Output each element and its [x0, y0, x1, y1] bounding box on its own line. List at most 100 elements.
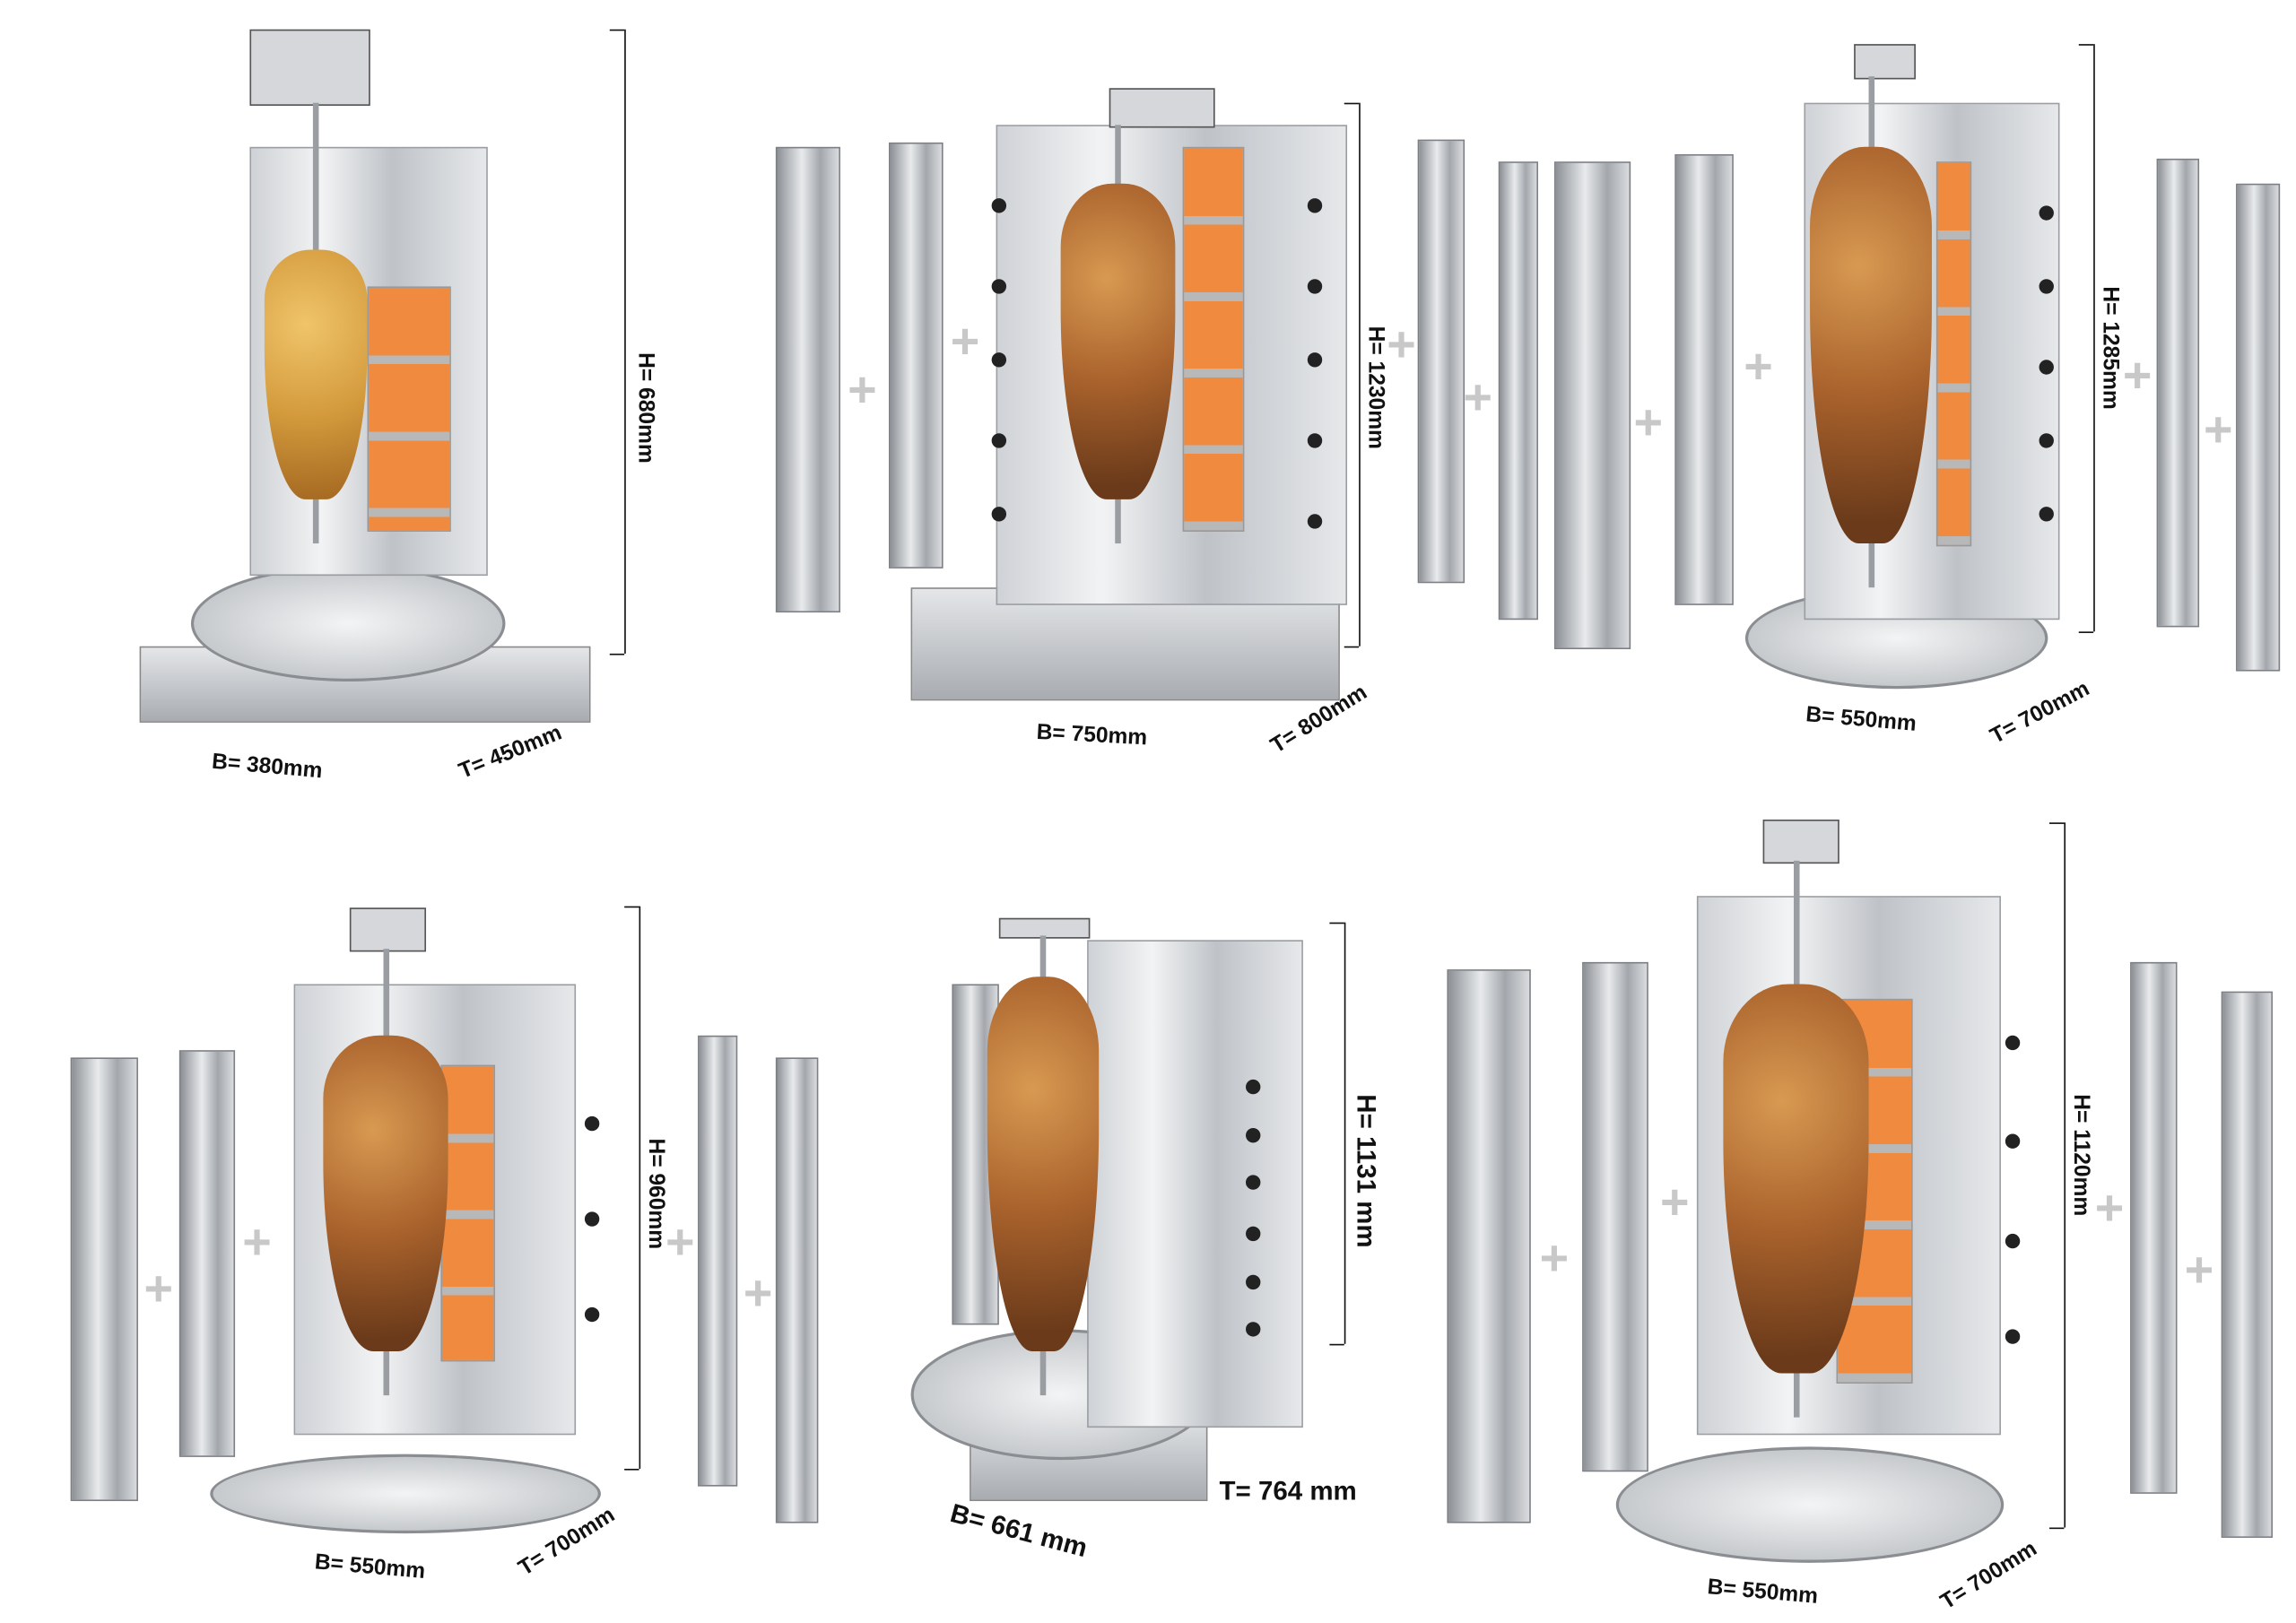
- dimension-label: B= 550mm: [1706, 1574, 1820, 1610]
- motor-unit: [249, 29, 370, 106]
- kebab-meat: [987, 976, 1100, 1351]
- side-panel: [70, 1057, 138, 1502]
- knob-icon: [991, 279, 1007, 294]
- grill-body: [1087, 940, 1303, 1428]
- dimension-tick: [1329, 922, 1344, 924]
- plus-icon: +: [1744, 339, 1773, 395]
- kebab-meat: [323, 1035, 448, 1351]
- knob-icon: [2039, 433, 2054, 448]
- height-dimension-line: [639, 906, 641, 1469]
- height-dimension-line: [1344, 922, 1346, 1344]
- height-dimension-line: [1359, 102, 1361, 647]
- plus-icon: +: [743, 1265, 773, 1323]
- side-panel: [698, 1035, 738, 1487]
- knob-icon: [2005, 1329, 2021, 1344]
- motor-unit: [1762, 820, 1839, 864]
- kebab-meat: [1723, 984, 1869, 1374]
- dimension-tick: [1344, 102, 1360, 105]
- plus-icon: +: [848, 362, 877, 419]
- plus-icon: +: [1539, 1230, 1570, 1287]
- side-panel: [1554, 161, 1631, 649]
- dimension-tick: [2049, 1527, 2065, 1530]
- dimension-tick: [2049, 822, 2065, 824]
- knob-icon: [991, 433, 1007, 448]
- knob-icon: [1246, 1127, 1261, 1143]
- dimension-label: H= 1120mm: [2068, 1094, 2094, 1217]
- plus-icon: +: [1633, 395, 1663, 451]
- dimension-tick: [624, 1469, 639, 1471]
- plus-icon: +: [1463, 369, 1492, 427]
- plus-icon: +: [950, 314, 980, 370]
- dimension-tick: [624, 906, 639, 908]
- dimension-label: T= 700mm: [1935, 1536, 2042, 1615]
- plus-icon: +: [2184, 1242, 2214, 1298]
- height-dimension-line: [2093, 44, 2095, 632]
- knob-icon: [2039, 205, 2054, 221]
- kebab-meat: [1060, 183, 1176, 499]
- knob-icon: [991, 198, 1007, 213]
- side-panel: [1498, 161, 1538, 621]
- height-dimension-line: [2064, 822, 2066, 1528]
- heater-panel: [367, 286, 451, 532]
- knob-icon: [991, 352, 1007, 368]
- motor-unit: [349, 907, 427, 952]
- side-panel: [775, 1057, 819, 1523]
- kebab-meat: [264, 249, 368, 499]
- drip-tray: [190, 565, 506, 682]
- base-plate: [910, 587, 1340, 701]
- side-panel: [2221, 991, 2273, 1538]
- plus-icon: +: [2204, 402, 2233, 459]
- knob-icon: [1307, 352, 1323, 368]
- motor-unit: [1854, 44, 1916, 80]
- drip-tray: [1615, 1446, 2005, 1563]
- knob-icon: [2005, 1233, 2021, 1249]
- knob-icon: [2039, 507, 2054, 522]
- side-panel: [888, 142, 944, 568]
- dimension-tick: [2078, 44, 2094, 46]
- side-panel: [2156, 158, 2200, 628]
- knob-icon: [1246, 1274, 1261, 1290]
- side-panel: [775, 146, 840, 613]
- dimension-tick: [609, 29, 625, 31]
- knob-icon: [2005, 1133, 2021, 1149]
- heater-panel: [1182, 146, 1245, 532]
- plus-icon: +: [2094, 1180, 2125, 1237]
- plus-icon: +: [144, 1262, 174, 1318]
- drip-tray: [210, 1454, 601, 1534]
- knob-icon: [991, 507, 1007, 522]
- side-panel: [1582, 961, 1648, 1472]
- plus-icon: +: [665, 1214, 695, 1271]
- knob-icon: [1307, 514, 1323, 529]
- dimension-tick: [1329, 1343, 1344, 1346]
- height-dimension-line: [624, 29, 626, 654]
- side-panel: [2236, 183, 2281, 672]
- knob-icon: [1307, 279, 1323, 294]
- kebab-meat: [1810, 146, 1932, 544]
- knob-icon: [1246, 1175, 1261, 1190]
- knob-icon: [1246, 1226, 1261, 1242]
- knob-icon: [1246, 1322, 1261, 1337]
- dimension-label: T= 764 mm: [1219, 1476, 1357, 1506]
- plus-icon: +: [1387, 317, 1416, 374]
- knob-icon: [2039, 360, 2054, 375]
- side-panel: [1417, 139, 1465, 584]
- side-panel: [1447, 969, 1531, 1523]
- knob-icon: [584, 1115, 600, 1132]
- dimension-tick: [2078, 631, 2094, 633]
- motor-unit: [1109, 88, 1215, 128]
- plus-icon: +: [1659, 1175, 1690, 1231]
- side-panel: [1674, 153, 1734, 605]
- knob-icon: [1307, 198, 1323, 213]
- knob-icon: [1246, 1079, 1261, 1095]
- side-panel: [178, 1050, 236, 1457]
- heater-panel: [1935, 161, 1972, 547]
- side-panel: [2130, 961, 2178, 1494]
- knob-icon: [2039, 279, 2054, 294]
